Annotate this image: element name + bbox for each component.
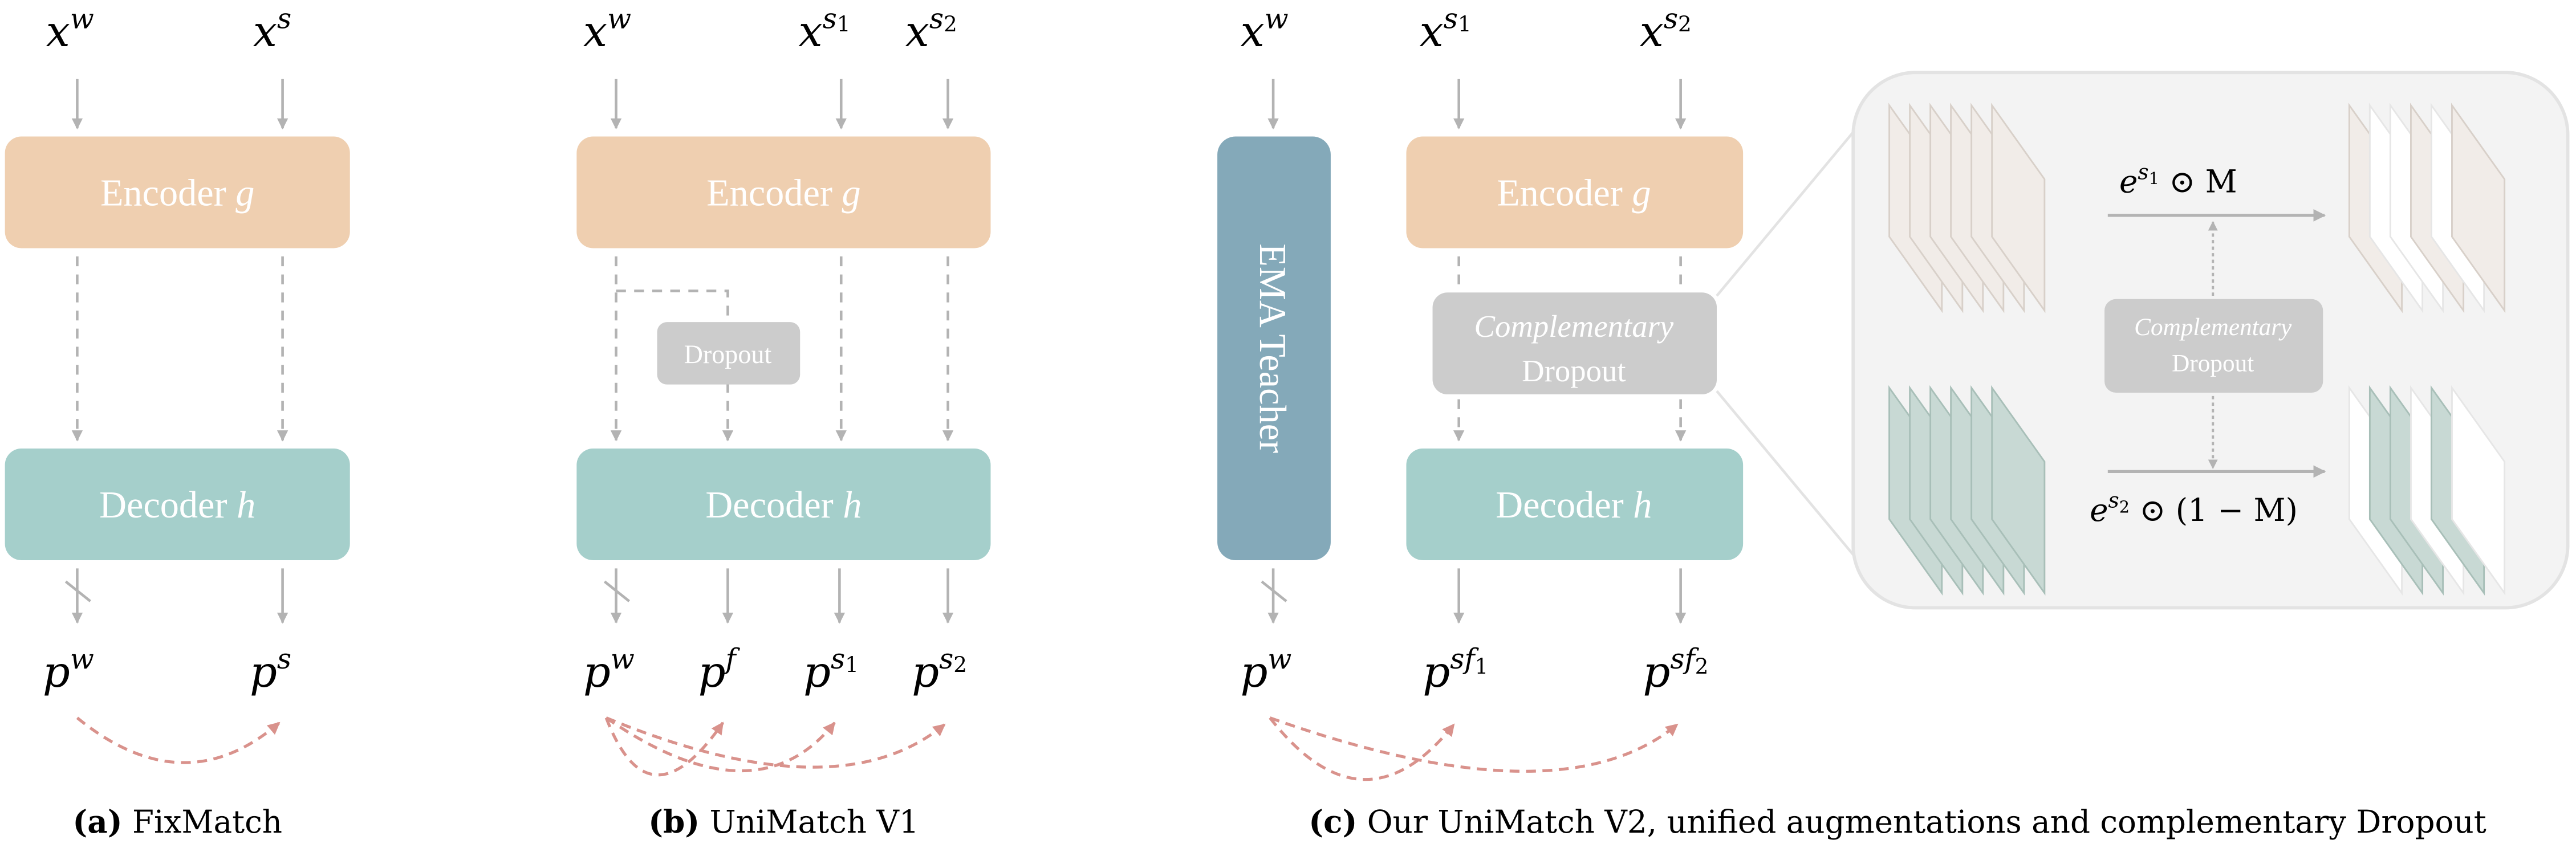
input-label-xs2: xs2 (905, 2, 957, 56)
input-label-xw: xw (583, 2, 631, 56)
output-label-psf1: psf1 (1423, 643, 1488, 697)
decoder-label: Decoder h (705, 484, 862, 526)
feature-path-fp-branch (616, 290, 729, 325)
encoder-box (5, 136, 350, 248)
input-label-xw: xw (46, 2, 94, 56)
output-label-pw: pw (43, 643, 94, 697)
panel-b-unimatch-v1: xw xs1 xs2 Encoder g Dropout Decoder h p… (576, 2, 991, 840)
encoder-label: Encoder g (1497, 173, 1651, 214)
zoom-connector-top (1716, 127, 1858, 297)
decoder-box (5, 449, 350, 560)
stop-gradient-mark (603, 580, 631, 602)
masked-feature-stack-bottom (2348, 385, 2506, 596)
complementary-dropout-line2: Dropout (1522, 353, 1626, 388)
encoder-box (576, 136, 991, 248)
input-label-xs1: xs1 (1420, 2, 1472, 56)
input-feature-stack-bottom (1888, 385, 2046, 596)
consistency-arrow-pw-psf2 (1269, 716, 1679, 773)
input-label-xw: xw (1240, 2, 1288, 56)
output-label-psf2: psf2 (1643, 643, 1708, 697)
ema-teacher-box (1217, 136, 1331, 560)
feature-map-plane (1991, 103, 2046, 313)
feature-map-plane (2451, 385, 2506, 596)
stop-gradient-mark (64, 580, 91, 602)
output-label-ps: ps (250, 643, 291, 697)
consistency-arrow-pw-ps (76, 716, 281, 764)
output-label-ps1: ps1 (803, 643, 859, 697)
formula-bottom: es2 ⊙ (1 − M) (2090, 488, 2298, 528)
input-label-xs2: xs2 (1640, 2, 1692, 56)
panel-a-fixmatch: xw xs Encoder g Decoder h pw ps (a) FixM… (5, 2, 350, 840)
encoder-label: Encoder g (100, 173, 255, 214)
zoom-connector-bottom (1716, 390, 1858, 560)
panel-c-unimatch-v2: xw xs1 xs2 EMA Teacher Encoder g Complem… (1217, 2, 2570, 840)
inset-dropout-line2: Dropout (2172, 350, 2254, 377)
complementary-dropout-inset: es1 ⊙ M Complementary Dropout es2 ⊙ (1 −… (1851, 71, 2570, 610)
consistency-arrow-pw-pf (604, 717, 724, 777)
output-label-ps2: ps2 (912, 643, 967, 697)
dropout-label: Dropout (684, 340, 772, 369)
decoder-box (576, 449, 991, 560)
dropout-box (657, 322, 801, 385)
encoder-label: Encoder g (706, 173, 860, 214)
stop-gradient-mark (1261, 580, 1287, 602)
feature-map-plane (2451, 103, 2506, 313)
feature-map-plane (1991, 385, 2046, 596)
output-label-pf: pf (698, 643, 741, 697)
decoder-label: Decoder h (99, 484, 255, 526)
inset-dropout-line1: Complementary (2134, 313, 2292, 341)
encoder-box (1406, 136, 1744, 248)
output-label-pw: pw (583, 643, 635, 697)
complementary-dropout-line1: Complementary (1474, 309, 1674, 344)
formula-top: es1 ⊙ M (2119, 159, 2237, 199)
masked-feature-stack-top (2348, 103, 2506, 313)
input-feature-stack-top (1888, 103, 2046, 313)
caption-a: (a) FixMatch (72, 804, 282, 840)
decoder-label: Decoder h (1496, 484, 1652, 526)
complementary-dropout-box (1432, 292, 1717, 394)
consistency-arrow-pw-ps1 (605, 716, 836, 773)
inset-dropout-box (2104, 299, 2323, 393)
caption-c: (c) Our UniMatch V2, unified augmentatio… (1309, 804, 2486, 840)
ema-teacher-label: EMA Teacher (1252, 243, 1293, 453)
caption-b: (b) UniMatch V1 (648, 804, 919, 840)
output-label-pw: pw (1240, 643, 1291, 697)
input-label-xs1: xs1 (798, 2, 850, 56)
consistency-arrow-pw-psf1 (1269, 716, 1456, 781)
decoder-box (1406, 449, 1744, 560)
input-label-xs: xs (253, 2, 291, 56)
consistency-arrow-pw-ps2 (606, 716, 946, 769)
